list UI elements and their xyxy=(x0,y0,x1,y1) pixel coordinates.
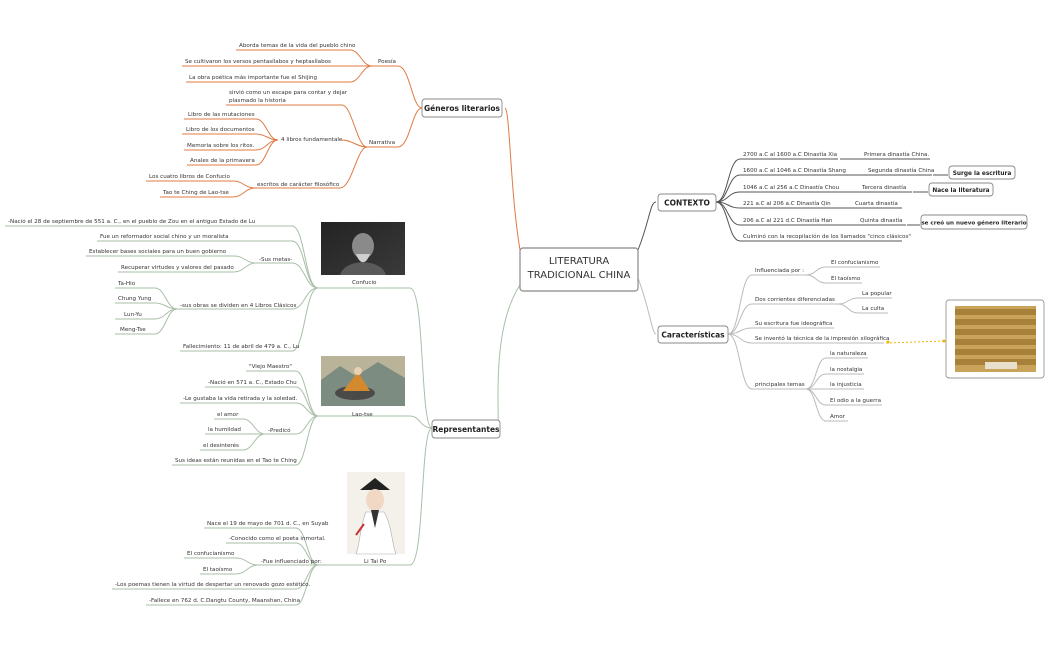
litaipo-image xyxy=(347,472,405,555)
laotse-item[interactable]: "Viejo Maestro" xyxy=(249,364,292,370)
laotse-item[interactable]: -Nació en 571 a. C., Estado Chu xyxy=(208,379,297,386)
libro-item[interactable]: Libro de los documentos xyxy=(186,127,255,133)
metas-node[interactable]: -Sus metas- xyxy=(259,257,292,263)
bamboo-scroll-image xyxy=(945,299,1045,379)
laotse-item[interactable]: Sus ideas están reunidas en el Tao te Ch… xyxy=(175,457,297,464)
obra-item[interactable]: Lun-Yu xyxy=(124,312,142,318)
influ-item[interactable]: El taoísmo xyxy=(203,566,233,573)
contexto-branch: 2700 a.C al 1600 a.C Dinastía Xia 1600 a… xyxy=(743,151,1028,240)
predico-item[interactable]: el amor xyxy=(217,412,239,418)
topic-generos[interactable]: Géneros literarios xyxy=(421,98,503,118)
dynasty-desc[interactable]: Segunda dinastía China xyxy=(868,167,934,174)
litaipo-item[interactable]: Nace el 19 de mayo de 701 d. C., en Suya… xyxy=(207,521,329,527)
topic-contexto-label: CONTEXTO xyxy=(664,199,710,208)
period-item[interactable]: 1600 a.C al 1046 a.C Dinastía Shang xyxy=(743,167,846,174)
litaipo-item[interactable]: -Fallece en 762 d. C.Dangtu County, Maan… xyxy=(149,598,300,604)
filosofico-item[interactable]: Tao te Ching de Lao-tse xyxy=(162,190,229,196)
confucio-image xyxy=(321,222,405,275)
period-item[interactable]: 1046 a.C al 256 a.C Dinastía Chou xyxy=(743,184,840,191)
laotse-image xyxy=(321,356,405,406)
period-item[interactable]: 206 a.C al 221 d.C Dinastía Han xyxy=(743,217,833,224)
connectors xyxy=(5,49,948,606)
note-genero[interactable]: se creó un nuevo género literario xyxy=(920,214,1028,230)
note-genero-label: se creó un nuevo género literario xyxy=(921,220,1026,227)
note-escritura[interactable]: Surge la escritura xyxy=(948,165,1016,180)
libros-node[interactable]: 4 libros fundamentale xyxy=(281,137,343,143)
laotse-item[interactable]: -Le gustaba la vida retirada y la soleda… xyxy=(183,396,298,402)
note-literatura[interactable]: Nace la literatura xyxy=(928,182,994,197)
note-literatura-label: Nace la literatura xyxy=(932,188,989,194)
meta-item[interactable]: Establecer bases sociales para un buen g… xyxy=(89,249,227,255)
confucio-branch: -Nació el 28 de septiembre de 551 a. C.,… xyxy=(8,218,300,350)
tema-item[interactable]: El odio a la guerra xyxy=(830,398,881,404)
laotse-branch: "Viejo Maestro" -Nació en 571 a. C., Est… xyxy=(175,364,298,464)
narrativa-escape-line1[interactable]: sirvió como un escape para contar y deja… xyxy=(229,89,348,96)
influenciada-node[interactable]: Influenciada por : xyxy=(755,268,804,274)
influ-item[interactable]: El confucianismo xyxy=(187,551,235,557)
tema-item[interactable]: Amor xyxy=(830,414,846,420)
litaipo-node[interactable]: Li Tai Po xyxy=(364,559,387,565)
caracteristica-item[interactable]: Se inventó la técnica de la impresión xi… xyxy=(755,335,889,342)
litaipo-item[interactable]: -Los poemas tienen la virtud de desperta… xyxy=(115,581,310,588)
temas-node[interactable]: principales temas xyxy=(755,382,805,388)
note-escritura-label: Surge la escritura xyxy=(953,171,1012,177)
libro-item[interactable]: Libro de las mutaciones xyxy=(188,112,255,118)
generos-branch: Poesía Aborda temas de la vida del puebl… xyxy=(149,43,396,196)
confucio-node[interactable]: Confucio xyxy=(352,280,377,286)
influ-node[interactable]: -Fue influenciado por: xyxy=(261,559,322,565)
influenciada-item[interactable]: El taoísmo xyxy=(831,275,861,282)
libro-item[interactable]: Anales de la primavera xyxy=(190,158,255,164)
litaipo-branch: Nace el 19 de mayo de 701 d. C., en Suya… xyxy=(115,521,329,604)
confucio-item[interactable]: Fallecimiento: 11 de abril de 479 a. C.,… xyxy=(183,344,300,350)
culmino-item[interactable]: Culminó con la recopilación de los llama… xyxy=(743,233,911,240)
dynasty-desc[interactable]: Cuarta dinastía xyxy=(855,200,898,207)
influenciada-item[interactable]: El confucianismo xyxy=(831,260,879,266)
central-title-line2: TRADICIONAL CHINA xyxy=(527,270,631,281)
dynasty-desc[interactable]: Primera dinastía China. xyxy=(864,151,929,158)
topic-contexto[interactable]: CONTEXTO xyxy=(657,193,717,212)
confucio-item[interactable]: Fue un reformador social chino y un mora… xyxy=(100,234,229,240)
narrativa-escape-line2[interactable]: plasmado la historia xyxy=(229,98,286,104)
topic-caracteristicas[interactable]: Características xyxy=(657,325,729,344)
caracteristicas-branch: Influenciada por : El confucianismo El t… xyxy=(755,260,892,420)
tema-item[interactable]: la nostalgia xyxy=(830,367,862,373)
topic-representantes-label: Representantes xyxy=(432,425,500,434)
corriente-item[interactable]: La popular xyxy=(862,291,892,297)
meta-item[interactable]: Recuperar virtudes y valores del pasado xyxy=(121,265,234,271)
poesia-item[interactable]: Se cultivaron los versos pentasílabos y … xyxy=(185,58,331,65)
predico-node[interactable]: -Predicó xyxy=(268,427,291,434)
predico-item[interactable]: la humildad xyxy=(208,427,241,433)
period-item[interactable]: 221 a.C al 206 a.C Dinastía Qin xyxy=(743,200,831,207)
narrativa-node[interactable]: Narrativa xyxy=(369,140,395,146)
tema-item[interactable]: la injusticia xyxy=(830,382,862,388)
central-title-line1: LITERATURA xyxy=(549,256,610,267)
period-item[interactable]: 2700 a.C al 1600 a.C Dinastía Xia xyxy=(743,151,837,158)
filosofico-node[interactable]: escritos de carácter filosófico xyxy=(257,181,340,188)
predico-item[interactable]: el desinterés xyxy=(203,442,239,449)
corrientes-node[interactable]: Dos corrientes diferenciadas xyxy=(755,297,835,303)
litaipo-item[interactable]: -Conocido como el poeta inmortal. xyxy=(229,536,326,542)
topic-generos-label: Géneros literarios xyxy=(424,104,501,113)
obra-item[interactable]: Chung Yung xyxy=(118,296,152,302)
dynasty-desc[interactable]: Tercera dinastía xyxy=(861,184,906,191)
topic-caracteristicas-label: Características xyxy=(661,331,725,340)
topic-representantes[interactable]: Representantes xyxy=(431,419,501,439)
confucio-item[interactable]: -Nació el 28 de septiembre de 551 a. C.,… xyxy=(8,218,256,225)
obra-item[interactable]: Ta-Hio xyxy=(117,281,136,287)
filosofico-item[interactable]: Los cuatro libros de Confucio xyxy=(149,174,230,180)
poesia-node[interactable]: Poesía xyxy=(378,58,396,65)
poesia-item[interactable]: Aborda temas de la vida del pueblo chino xyxy=(239,43,356,49)
dynasty-desc[interactable]: Quinta dinastía xyxy=(860,217,903,224)
libro-item[interactable]: Memoria sobre los ritos. xyxy=(187,143,255,149)
laotse-node[interactable]: Lao-tse xyxy=(352,412,373,418)
caracteristica-item[interactable]: Su escritura fue ideográfica xyxy=(755,320,832,327)
tema-item[interactable]: la naturaleza xyxy=(830,351,867,357)
central-topic[interactable]: LITERATURA TRADICIONAL CHINA xyxy=(519,247,639,292)
obra-item[interactable]: Meng-Tse xyxy=(120,327,146,333)
corriente-item[interactable]: La culta xyxy=(862,306,884,312)
obras-node[interactable]: -sus obras se dividen en 4 Libros Clásic… xyxy=(180,302,296,309)
poesia-item[interactable]: La obra poética más importante fue el Sh… xyxy=(189,74,317,81)
